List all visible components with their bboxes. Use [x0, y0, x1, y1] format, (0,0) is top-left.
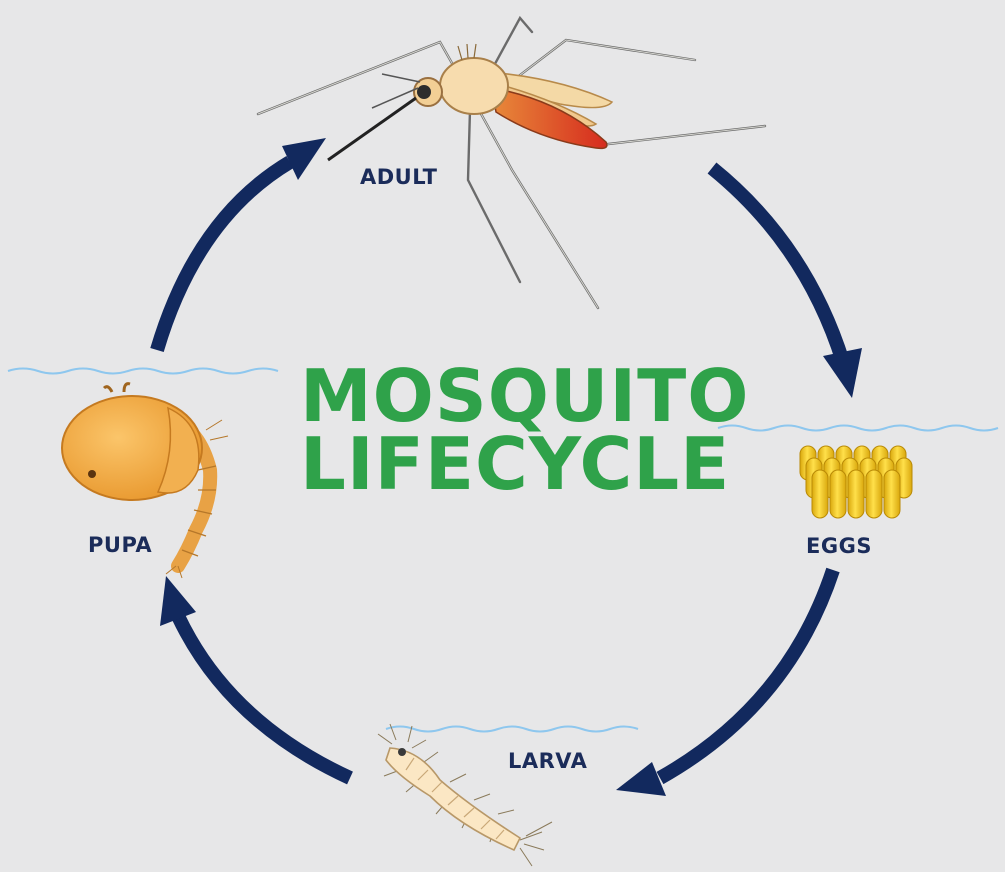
water-line-eggs [717, 424, 999, 432]
pupa-illustration [61, 382, 229, 579]
egg [883, 469, 901, 519]
stage-label-pupa: PUPA [88, 533, 153, 557]
egg [811, 469, 829, 519]
water-line-larva [385, 725, 639, 733]
cycle-arrow-larva-to-pupa [160, 576, 353, 785]
larva-illustration [377, 723, 553, 867]
eggs-illustration [799, 445, 913, 519]
egg [847, 469, 865, 519]
title-line-1: MOSQUITO [300, 354, 750, 438]
egg [865, 469, 883, 519]
cycle-arrow-pupa-to-adult [150, 138, 326, 352]
adult-mosquito-illustration [256, 15, 767, 310]
water-line-pupa [7, 367, 279, 375]
cycle-arrow-eggs-to-larva [616, 567, 840, 796]
stage-label-adult: ADULT [360, 165, 438, 189]
stage-label-eggs: EGGS [806, 534, 872, 558]
stage-label-larva: LARVA [508, 749, 588, 773]
cycle-arrow-adult-to-eggs [707, 162, 862, 398]
diagram-title: MOSQUITO LIFECYCLE [300, 354, 750, 506]
title-line-2: LIFECYCLE [300, 422, 731, 506]
egg [829, 469, 847, 519]
